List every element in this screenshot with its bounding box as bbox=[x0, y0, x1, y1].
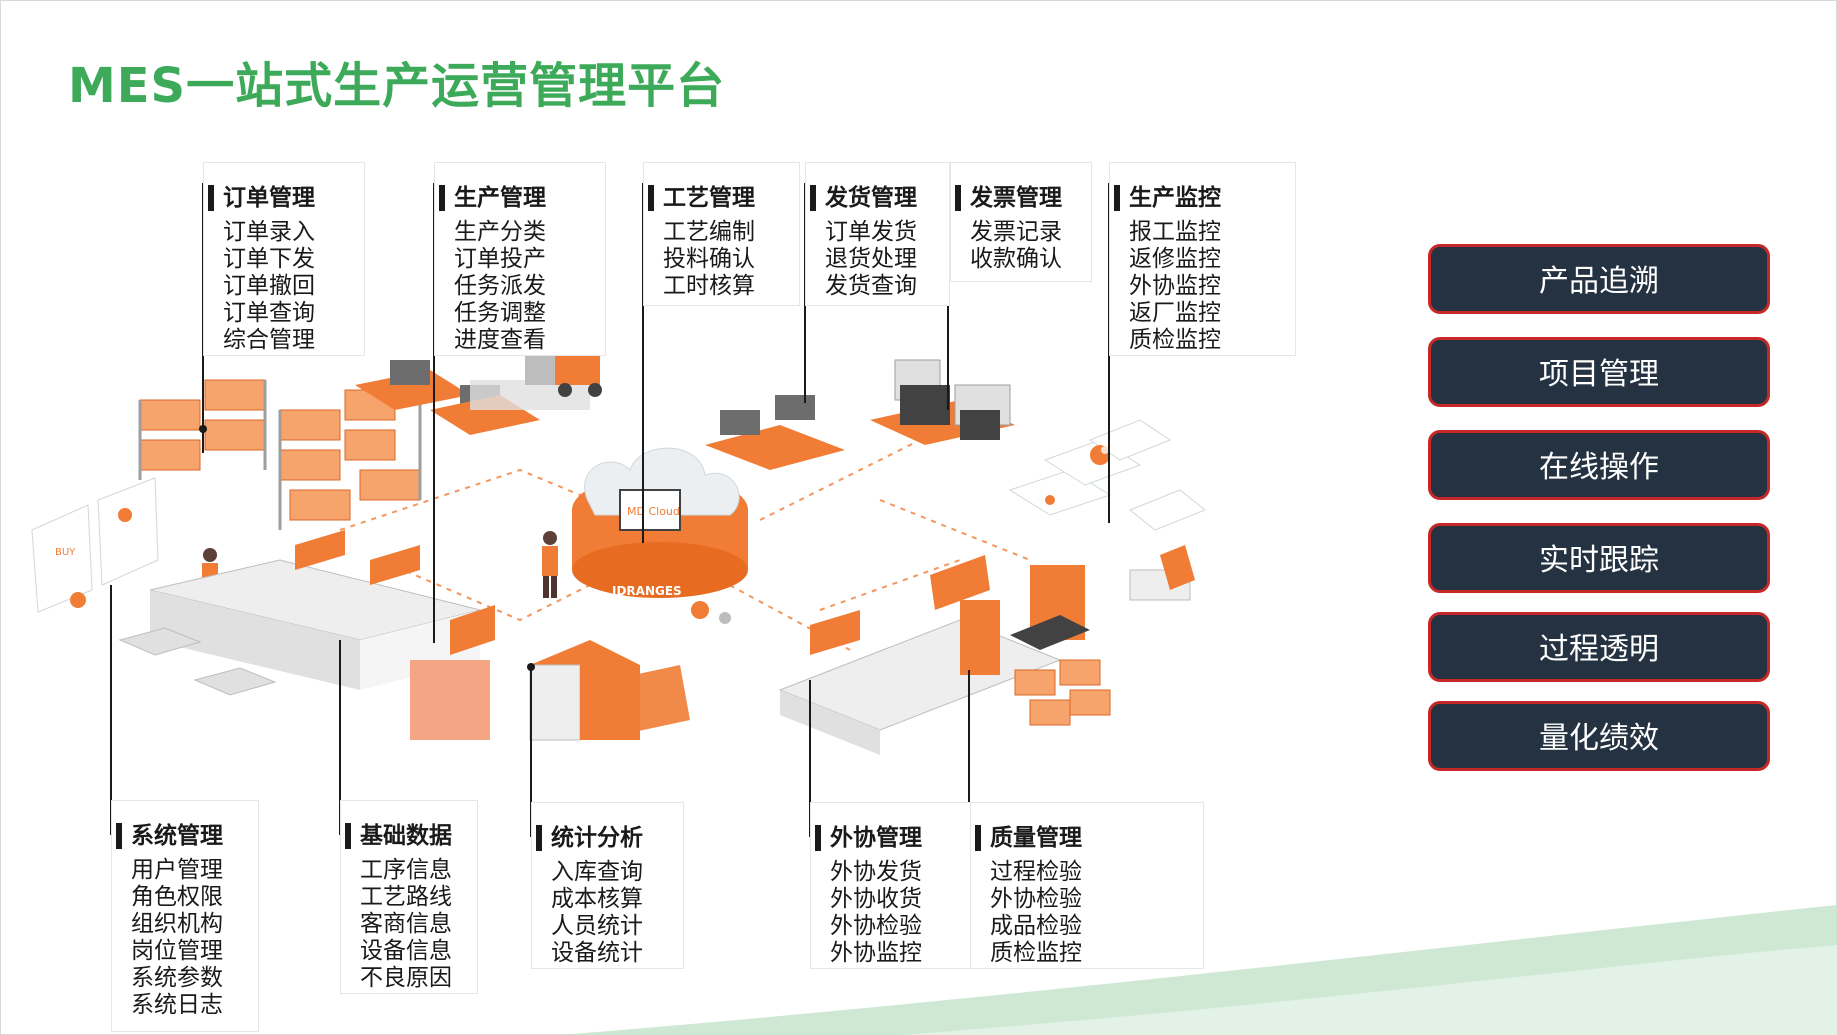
md-cloud-illustration: MD Cloud IDRANGES bbox=[572, 447, 748, 624]
module-item: 外协检验 bbox=[990, 886, 1082, 912]
module-title: 外协管理 bbox=[815, 825, 922, 851]
module-item: 发货查询 bbox=[825, 273, 917, 299]
module-title: 基础数据 bbox=[345, 823, 452, 849]
module-shipping-management: 发货管理 订单发货 退货处理 发货查询 bbox=[805, 162, 950, 306]
module-item: 系统参数 bbox=[131, 965, 223, 991]
module-item: 人员统计 bbox=[551, 913, 643, 939]
feature-product-traceability[interactable]: 产品追溯 bbox=[1428, 244, 1770, 314]
module-item: 订单发货 bbox=[825, 219, 917, 245]
module-item: 任务派发 bbox=[454, 273, 546, 299]
module-item: 系统日志 bbox=[131, 992, 223, 1018]
module-item: 质检监控 bbox=[1129, 327, 1221, 353]
module-title: 工艺管理 bbox=[648, 185, 755, 211]
connector-quality bbox=[968, 670, 970, 837]
module-item: 组织机构 bbox=[131, 911, 223, 937]
connector-process bbox=[642, 183, 644, 543]
module-item: 客商信息 bbox=[360, 911, 452, 937]
module-process-management: 工艺管理 工艺编制 投料确认 工时核算 bbox=[643, 162, 800, 306]
module-item: 报工监控 bbox=[1129, 219, 1221, 245]
connector-basic-data bbox=[339, 640, 341, 835]
feature-process-transparency[interactable]: 过程透明 bbox=[1428, 612, 1770, 682]
page-title: MES一站式生产运营管理平台 bbox=[68, 58, 726, 114]
feature-project-management[interactable]: 项目管理 bbox=[1428, 337, 1770, 407]
cloud-label: MD Cloud bbox=[627, 505, 680, 518]
module-item: 生产分类 bbox=[454, 219, 546, 245]
module-item: 收款确认 bbox=[970, 246, 1062, 272]
connector-statistics bbox=[530, 667, 532, 837]
production-line-left-illustration bbox=[118, 530, 495, 740]
module-item: 发票记录 bbox=[970, 219, 1062, 245]
module-title: 生产监控 bbox=[1114, 185, 1221, 211]
module-item: 工艺路线 bbox=[360, 884, 452, 910]
module-title: 系统管理 bbox=[116, 823, 223, 849]
module-item: 设备信息 bbox=[360, 938, 452, 964]
connector-system bbox=[110, 585, 112, 835]
module-item: 订单录入 bbox=[223, 219, 315, 245]
module-item: 外协监控 bbox=[830, 940, 922, 966]
module-item: 工时核算 bbox=[663, 273, 755, 299]
module-item: 工序信息 bbox=[360, 857, 452, 883]
module-item: 投料确认 bbox=[663, 246, 755, 272]
module-item: 用户管理 bbox=[131, 857, 223, 883]
module-item: 外协发货 bbox=[830, 859, 922, 885]
connector-outsourcing bbox=[809, 680, 811, 837]
module-item: 质检监控 bbox=[990, 940, 1082, 966]
module-item: 返厂监控 bbox=[1129, 300, 1221, 326]
module-item: 外协检验 bbox=[830, 913, 922, 939]
module-item: 综合管理 bbox=[223, 327, 315, 353]
module-item: 返修监控 bbox=[1129, 246, 1221, 272]
connector-dot-order bbox=[199, 425, 207, 433]
module-title: 统计分析 bbox=[536, 825, 643, 851]
module-production-monitoring: 生产监控 报工监控 返修监控 外协监控 返厂监控 质检监控 bbox=[1109, 162, 1296, 356]
module-item: 外协监控 bbox=[1129, 273, 1221, 299]
module-quality-management: 质量管理 过程检验 外协检验 成品检验 质检监控 bbox=[970, 802, 1204, 969]
module-item: 订单查询 bbox=[223, 300, 315, 326]
production-line-right-illustration bbox=[778, 545, 1195, 755]
feature-realtime-tracking[interactable]: 实时跟踪 bbox=[1428, 523, 1770, 593]
module-outsourcing-management: 外协管理 外协发货 外协收货 外协检验 外协监控 bbox=[810, 802, 972, 969]
office-right-illustration bbox=[705, 359, 1015, 470]
warehouse-shelves-illustration bbox=[138, 379, 422, 530]
feature-online-operation[interactable]: 在线操作 bbox=[1428, 430, 1770, 500]
module-item: 过程检验 bbox=[990, 859, 1082, 885]
module-item: 入库查询 bbox=[551, 859, 643, 885]
module-title: 订单管理 bbox=[208, 185, 315, 211]
module-item: 外协收货 bbox=[830, 886, 922, 912]
module-system-management: 系统管理 用户管理 角色权限 组织机构 岗位管理 系统参数 系统日志 bbox=[111, 800, 259, 1032]
module-item: 设备统计 bbox=[551, 940, 643, 966]
machine-illustration bbox=[529, 640, 690, 741]
module-title: 质量管理 bbox=[975, 825, 1082, 851]
module-production-management: 生产管理 生产分类 订单投产 任务派发 任务调整 进度查看 bbox=[434, 162, 606, 356]
module-item: 订单投产 bbox=[454, 246, 546, 272]
module-item: 不良原因 bbox=[360, 965, 452, 991]
module-basic-data: 基础数据 工序信息 工艺路线 客商信息 设备信息 不良原因 bbox=[340, 800, 478, 994]
feature-quantified-performance[interactable]: 量化绩效 bbox=[1428, 701, 1770, 771]
module-title: 发票管理 bbox=[955, 185, 1062, 211]
buy-documents-illustration: BUY bbox=[31, 477, 159, 613]
buy-label: BUY bbox=[55, 547, 76, 558]
brand-label: IDRANGES bbox=[612, 584, 682, 598]
module-item: 任务调整 bbox=[454, 300, 546, 326]
module-item: 成品检验 bbox=[990, 913, 1082, 939]
module-item: 订单撤回 bbox=[223, 273, 315, 299]
module-order-management: 订单管理 订单录入 订单下发 订单撤回 订单查询 综合管理 bbox=[203, 162, 365, 356]
module-item: 岗位管理 bbox=[131, 938, 223, 964]
connector-invoice bbox=[947, 300, 949, 410]
connector-dot-statistics bbox=[527, 663, 535, 671]
module-item: 进度查看 bbox=[454, 327, 546, 353]
module-title: 发货管理 bbox=[810, 185, 917, 211]
module-item: 订单下发 bbox=[223, 246, 315, 272]
module-item: 成本核算 bbox=[551, 886, 643, 912]
module-item: 工艺编制 bbox=[663, 219, 755, 245]
module-statistics: 统计分析 入库查询 成本核算 人员统计 设备统计 bbox=[531, 802, 684, 969]
connector-production bbox=[433, 183, 435, 643]
report-cards-illustration bbox=[1008, 419, 1206, 531]
module-item: 角色权限 bbox=[131, 884, 223, 910]
module-title: 生产管理 bbox=[439, 185, 546, 211]
module-invoice-management: 发票管理 发票记录 收款确认 bbox=[950, 162, 1092, 282]
module-item: 退货处理 bbox=[825, 246, 917, 272]
